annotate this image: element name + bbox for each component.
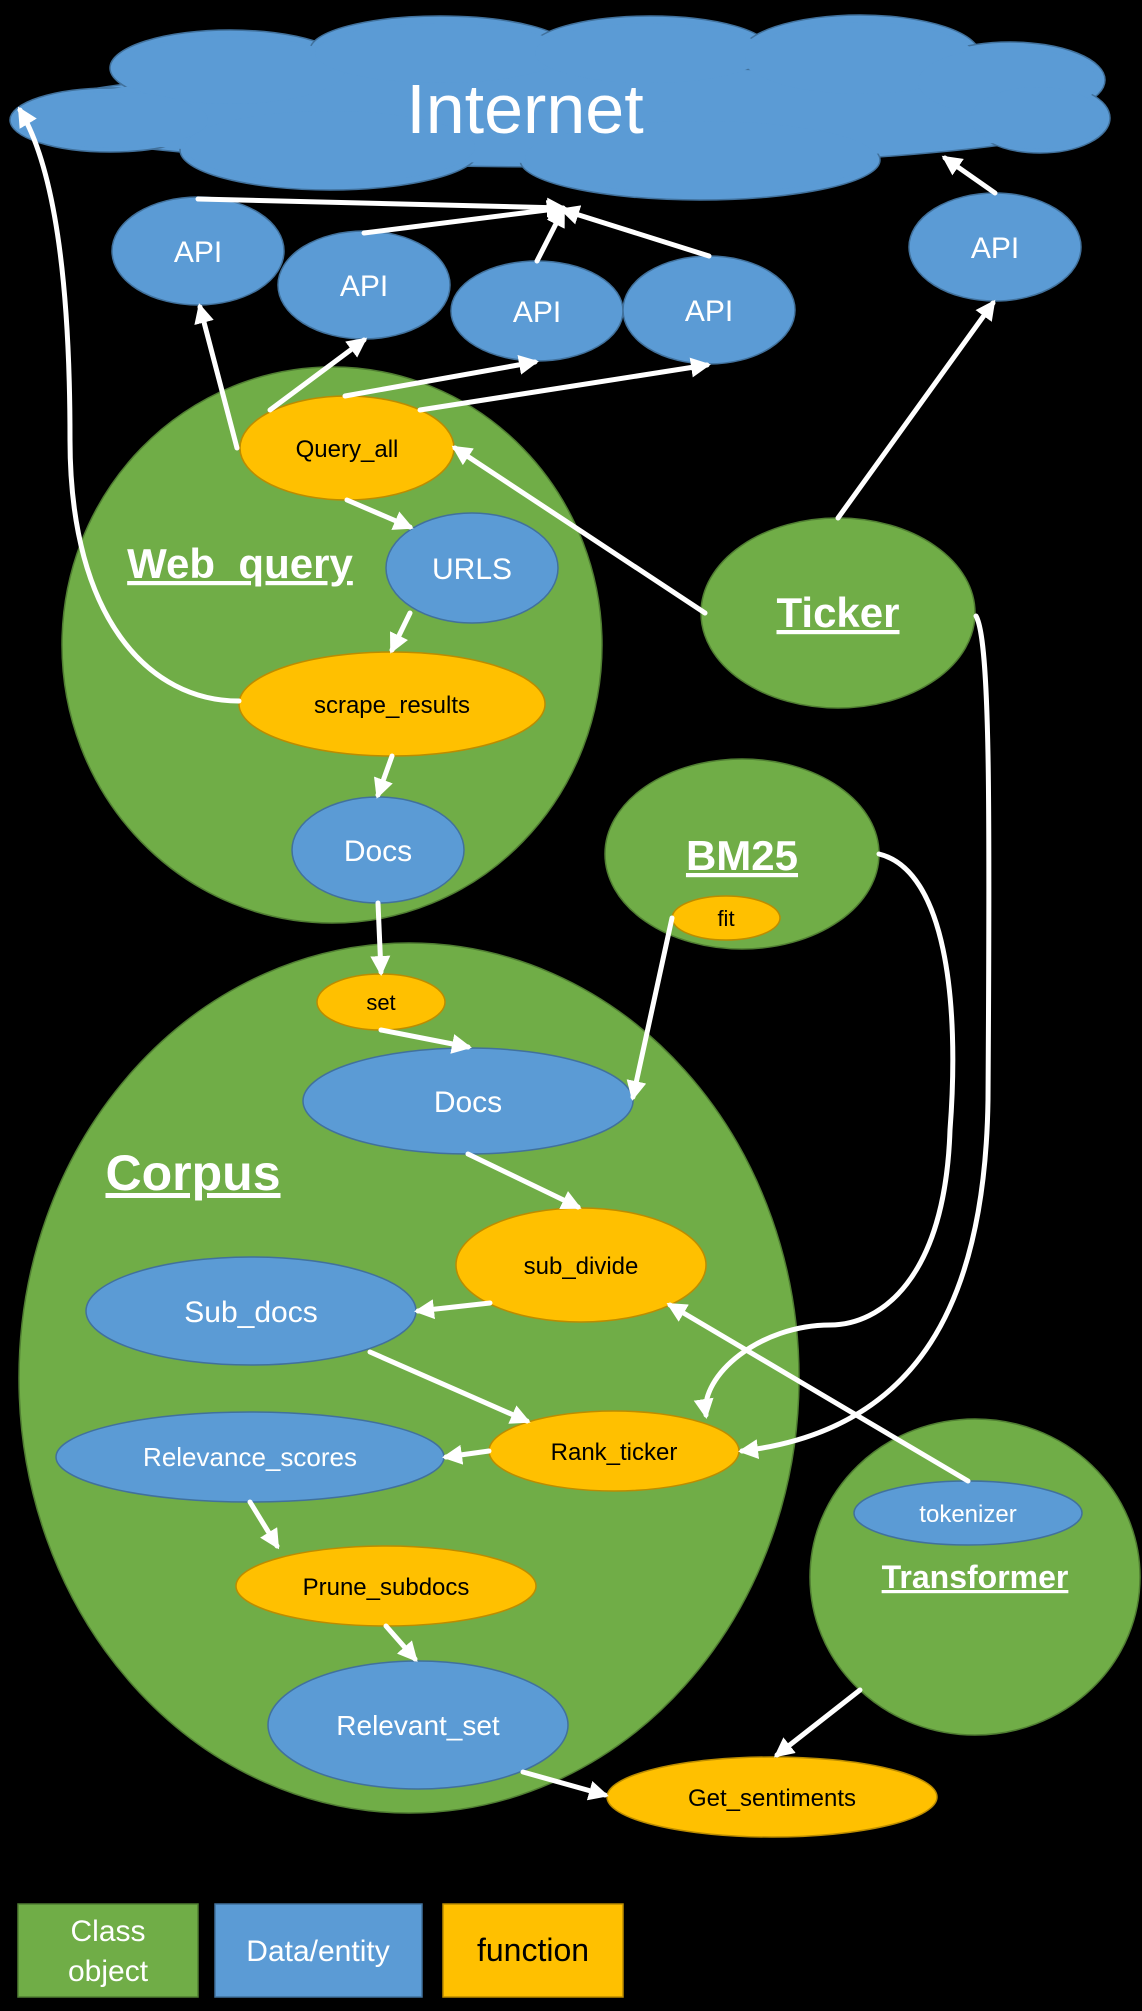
arrow-ticker-api5: [835, 299, 996, 521]
arrow-set-docs: [378, 1027, 472, 1054]
get-sentiments-node: Get_sentiments: [606, 1756, 938, 1838]
urls-label: URLS: [432, 553, 512, 586]
legend-function-swatch: [442, 1903, 624, 1998]
sub-docs-node: Sub_docs: [85, 1256, 417, 1366]
fit-label: fit: [717, 906, 734, 931]
arrow-relevantset-sentiments: [520, 1769, 609, 1801]
legend-entity-label: Data/entity: [246, 1935, 389, 1968]
arrow-query-all-api2: [267, 337, 368, 413]
arrows: [17, 106, 998, 1801]
set-node: set: [316, 973, 446, 1031]
arrow-ticker-rank: [738, 613, 992, 1460]
sub-divide-node: sub_divide: [455, 1207, 707, 1323]
internet-label: Internet: [406, 70, 643, 148]
arrow-api1-internet: [195, 196, 567, 218]
relevant-set-node: Relevant_set: [267, 1660, 569, 1790]
api-3-label: API: [513, 296, 561, 329]
docs-web-node: Docs: [291, 796, 465, 904]
urls-node: URLS: [385, 512, 559, 624]
set-label: set: [366, 990, 395, 1015]
api-node-1: API: [111, 196, 285, 306]
arrow-api5-internet: [941, 155, 998, 196]
sub-divide-label: sub_divide: [524, 1253, 639, 1280]
arrow-transformer-sentiments: [773, 1687, 863, 1758]
arrow-rank-relevance: [442, 1444, 492, 1465]
legend-entity-swatch: [214, 1903, 423, 1998]
legend-class-swatch: [17, 1903, 199, 1998]
arrow-prune-relevantset: [383, 1623, 418, 1663]
corpus-label: Corpus: [106, 1145, 281, 1201]
internet-cloud: Internet: [9, 14, 1111, 201]
fit-node: fit: [671, 895, 781, 941]
legend-function-label: function: [477, 1932, 589, 1968]
arrow-query-all-api1: [194, 303, 240, 451]
arrow-query-all-api4: [417, 357, 711, 413]
get-sentiments-label: Get_sentiments: [688, 1785, 856, 1812]
query-all-label: Query_all: [296, 436, 399, 463]
legend: Class object Data/entity function: [17, 1903, 624, 1998]
api-5-label: API: [971, 232, 1019, 265]
relevance-scores-label: Relevance_scores: [143, 1442, 357, 1472]
rank-ticker-node: Rank_ticker: [488, 1410, 740, 1492]
docs-corpus-label: Docs: [434, 1086, 502, 1119]
arrow-api2-internet: [361, 200, 567, 236]
scrape-results-label: scrape_results: [314, 692, 470, 719]
scrape-results-node: scrape_results: [238, 651, 546, 757]
api-node-3: API: [450, 260, 624, 362]
arrow-query-all-urls: [344, 497, 414, 530]
docs-corpus-node: Docs: [302, 1047, 634, 1155]
legend-class-label-1: Class: [70, 1915, 145, 1948]
arrow-relevance-prune: [247, 1499, 280, 1550]
arrow-docs-set: [370, 900, 391, 976]
arrow-ticker-query-all: [451, 445, 708, 616]
transformer-label: Transformer: [882, 1559, 1069, 1595]
tokenizer-node: tokenizer: [853, 1480, 1083, 1546]
prune-subdocs-node: Prune_subdocs: [235, 1545, 537, 1627]
bm25-label: BM25: [686, 832, 798, 879]
relevant-set-label: Relevant_set: [336, 1710, 500, 1741]
arrow-subdocs-rank: [367, 1349, 531, 1424]
prune-subdocs-label: Prune_subdocs: [303, 1574, 470, 1601]
api-1-label: API: [174, 236, 222, 269]
arrow-api4-internet: [559, 205, 712, 259]
arrow-scrape-docs: [373, 753, 395, 799]
web-query-label: Web_query: [127, 540, 353, 587]
rank-ticker-label: Rank_ticker: [551, 1439, 678, 1466]
arrow-tokenizer-subdivide: [666, 1302, 971, 1484]
arrow-scrape-internet: [17, 106, 242, 704]
api-node-4: API: [622, 255, 796, 365]
relevance-scores-node: Relevance_scores: [55, 1411, 445, 1503]
arrow-docs-subdivide: [465, 1151, 582, 1210]
arrow-bm25-rank: [693, 851, 956, 1419]
legend-class-label-2: object: [68, 1955, 149, 1988]
arrow-api3-internet: [534, 206, 566, 264]
sub-docs-label: Sub_docs: [184, 1296, 317, 1329]
api-node-2: API: [277, 230, 451, 340]
arrow-fit-docs: [626, 915, 675, 1101]
api-4-label: API: [685, 295, 733, 328]
api-2-label: API: [340, 270, 388, 303]
api-node-5: API: [908, 192, 1082, 302]
web-query-class: [61, 366, 603, 924]
arrow-urls-scrape: [389, 610, 413, 654]
arrow-query-all-api3: [342, 354, 539, 399]
arrow-subdivide-subdocs: [414, 1299, 493, 1320]
ticker-label: Ticker: [777, 589, 900, 636]
docs-web-label: Docs: [344, 835, 412, 868]
corpus-class: [18, 942, 800, 1814]
tokenizer-label: tokenizer: [919, 1501, 1016, 1528]
